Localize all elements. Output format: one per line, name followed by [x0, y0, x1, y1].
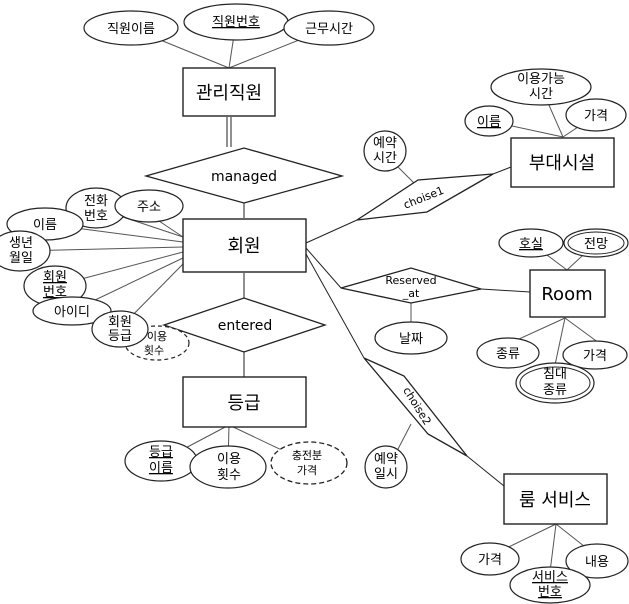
svg-text:시간: 시간 [529, 87, 553, 102]
entity-grade-label: 등급 [227, 393, 260, 414]
svg-text:직원이름: 직원이름 [107, 22, 155, 37]
attr-room-bed: 침대 종류 [515, 362, 595, 404]
svg-text:번호: 번호 [84, 209, 108, 224]
relationship-choise1: choise1 [356, 173, 494, 221]
attr-member-no: 회원 번호 [23, 265, 87, 307]
attr-choise1-time: 예약 시간 [363, 130, 407, 172]
svg-text:예약: 예약 [373, 136, 397, 151]
svg-text:일시: 일시 [374, 467, 398, 482]
attr-member-grade: 회원 등급 [91, 310, 149, 348]
entity-facility-label: 부대시설 [529, 153, 595, 174]
svg-text:가격: 가격 [297, 464, 317, 477]
attr-member-address: 주소 [114, 189, 184, 223]
svg-text:날짜: 날짜 [399, 332, 423, 347]
attr-grade-name: 등급 이름 [124, 440, 198, 482]
entity-grade: 등급 [182, 376, 307, 428]
svg-text:횟수: 횟수 [217, 468, 241, 483]
attr-member-birth: 생년 월일 [0, 230, 51, 272]
relationship-choise2: choise2 [363, 357, 468, 457]
svg-text:이용가능: 이용가능 [517, 72, 565, 87]
entity-room-label: Room [541, 284, 592, 305]
relationship-managed: managed [143, 147, 345, 204]
relationship-managed-label: managed [211, 169, 277, 185]
svg-text:이름: 이름 [477, 115, 501, 130]
relationship-reserved-at: Reserved _at [340, 267, 482, 304]
svg-text:전화: 전화 [84, 194, 108, 209]
svg-text:등급: 등급 [149, 445, 173, 460]
svg-text:종류: 종류 [496, 347, 520, 362]
entity-room: Room [529, 269, 606, 318]
svg-text:회원: 회원 [108, 315, 132, 330]
svg-text:서비스: 서비스 [532, 570, 568, 585]
svg-text:가격: 가격 [583, 349, 607, 364]
attr-grade-charge: 충전분 가격 [270, 441, 348, 485]
attr-room-view: 전망 [563, 228, 629, 258]
svg-text:시간: 시간 [373, 151, 397, 166]
entity-facility: 부대시설 [510, 137, 615, 188]
attr-service-no: 서비스 번호 [509, 566, 591, 604]
svg-text:종류: 종류 [543, 383, 567, 398]
attr-choise2-date: 예약 일시 [364, 445, 408, 489]
relationship-reserved-at-line2: _at [402, 287, 420, 300]
attr-facility-hours: 이용가능 시간 [490, 68, 592, 106]
entity-room-service-label: 룸 서비스 [519, 490, 591, 511]
attr-facility-name: 이름 [464, 105, 514, 137]
svg-text:주소: 주소 [137, 200, 161, 215]
svg-text:번호: 번호 [43, 285, 67, 300]
attr-member-login: 아이디 [32, 296, 112, 326]
entity-manager-label: 관리직원 [196, 83, 262, 104]
svg-text:예약: 예약 [374, 452, 398, 467]
attr-grade-usage: 이용 횟수 [189, 445, 267, 489]
attr-room-type: 종류 [476, 337, 540, 369]
attr-facility-price: 가격 [565, 98, 627, 132]
svg-text:직원번호: 직원번호 [212, 15, 260, 30]
entity-manager: 관리직원 [182, 67, 276, 117]
svg-text:가격: 가격 [478, 553, 502, 568]
attr-manager-name: 직원이름 [83, 10, 179, 46]
entity-room-service: 룸 서비스 [503, 473, 608, 525]
attr-room-price: 가격 [562, 340, 628, 370]
attr-room-number: 호실 [498, 228, 564, 258]
entity-member: 회원 [182, 218, 307, 273]
svg-text:이름: 이름 [149, 461, 173, 476]
svg-text:침대: 침대 [543, 367, 567, 382]
attr-service-content: 내용 [565, 543, 629, 579]
svg-text:내용: 내용 [585, 555, 609, 570]
svg-text:아이디: 아이디 [54, 305, 90, 320]
attr-manager-id: 직원번호 [183, 3, 289, 41]
svg-text:이용: 이용 [217, 452, 241, 467]
relationship-entered: entered [161, 297, 328, 353]
svg-text:생년: 생년 [9, 236, 33, 251]
svg-text:등급: 등급 [108, 329, 132, 344]
svg-text:번호: 번호 [538, 585, 562, 600]
relationship-entered-label: entered [218, 318, 273, 334]
svg-text:전망: 전망 [584, 237, 608, 252]
svg-text:근무시간: 근무시간 [305, 22, 353, 37]
entity-member-label: 회원 [227, 236, 260, 257]
attr-service-price: 가격 [460, 542, 520, 576]
svg-text:횟수: 횟수 [144, 344, 164, 357]
svg-text:이용: 이용 [147, 330, 167, 343]
attr-reserved-date: 날짜 [374, 321, 448, 355]
svg-text:충전분: 충전분 [292, 449, 322, 462]
attr-manager-hours: 근무시간 [283, 10, 375, 46]
svg-text:호실: 호실 [519, 237, 543, 252]
svg-text:회원: 회원 [43, 270, 67, 285]
svg-text:가격: 가격 [584, 109, 608, 124]
svg-text:월일: 월일 [9, 251, 33, 266]
relationship-reserved-at-line1: Reserved [385, 274, 436, 287]
svg-text:이름: 이름 [33, 218, 57, 233]
